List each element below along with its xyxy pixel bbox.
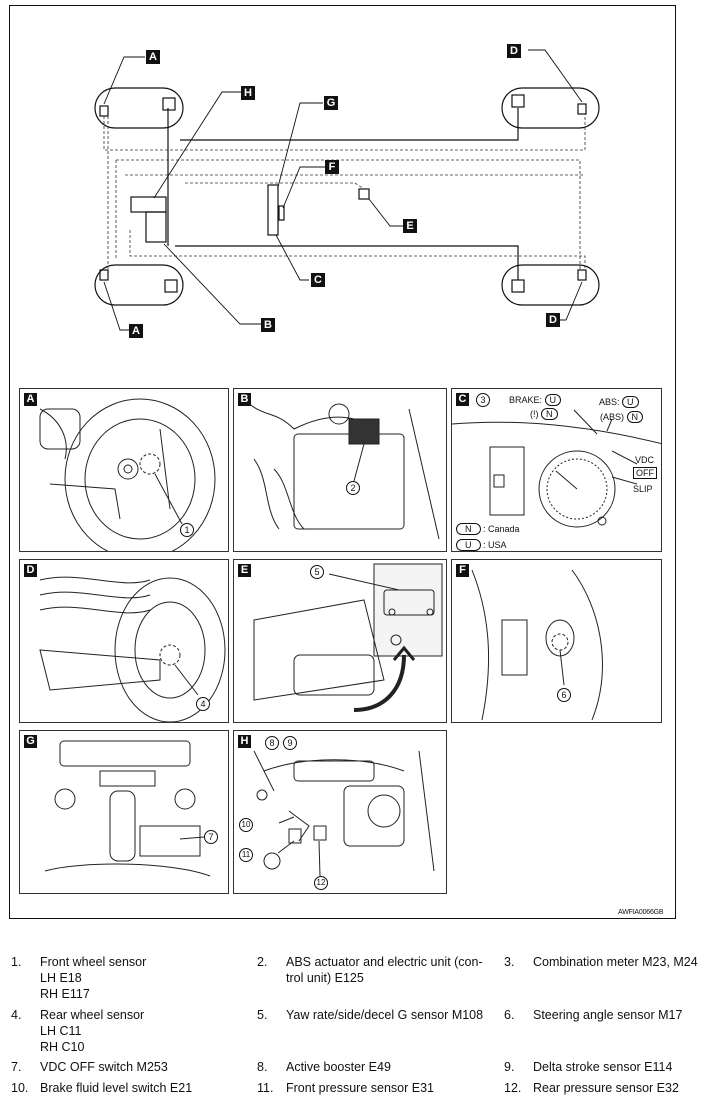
legend-usa: U : USA xyxy=(456,539,507,551)
chassis-overview-diagram xyxy=(94,49,600,331)
panel-f-callout-6: 6 xyxy=(557,688,571,702)
panel-e-callout-5: 5 xyxy=(310,565,324,579)
abs-indicator-label: ABS: U xyxy=(599,396,639,408)
panel-h-callout-10: 10 xyxy=(239,818,253,832)
abs-n-badge: N xyxy=(626,411,644,423)
panel-b-tag: B xyxy=(238,393,251,406)
abs-n-row: (ABS) N xyxy=(600,411,644,423)
abs-u-badge: U xyxy=(622,396,639,408)
panel-g-tag: G xyxy=(24,735,37,748)
abs-warning-icon: (ABS) xyxy=(600,412,625,422)
wheel-rear-right xyxy=(501,264,600,306)
brake-n-row: (!) N xyxy=(530,408,558,420)
callout-c: C xyxy=(311,273,325,287)
vdc-label: VDC xyxy=(635,455,655,465)
panel-d-callout-4: 4 xyxy=(196,697,210,711)
panel-g-callout-7: 7 xyxy=(204,830,218,844)
panel-e-yaw-rate-sensor: E 5 xyxy=(233,559,447,723)
wheel-front-right xyxy=(501,87,600,129)
callout-b: B xyxy=(261,318,275,332)
diagram-code: AWFIA0066GB xyxy=(618,909,664,916)
legend-u-text: : USA xyxy=(483,540,507,550)
panel-c-callout-3: 3 xyxy=(476,393,490,407)
abs-actuator xyxy=(130,196,167,213)
callout-g: G xyxy=(324,96,338,110)
panel-g-vdc-off-switch: G 7 xyxy=(19,730,229,894)
panel-a-callout-1: 1 xyxy=(180,523,194,537)
brake-indicator-label: BRAKE: U xyxy=(509,394,562,406)
panel-b-abs-actuator: B 2 xyxy=(233,388,447,552)
panel-b-callout-2: 2 xyxy=(346,481,360,495)
panel-f-tag: F xyxy=(456,564,469,577)
callout-d-top: D xyxy=(507,44,521,58)
panel-f-steering-angle-sensor: F 6 xyxy=(451,559,662,723)
callout-e: E xyxy=(403,219,417,233)
panel-a-front-wheel-sensor: A 1 xyxy=(19,388,229,552)
wheel-front-left xyxy=(94,87,184,129)
yaw-sensor-block xyxy=(267,184,279,236)
panel-d-tag: D xyxy=(24,564,37,577)
legend-canada: N : Canada xyxy=(456,523,520,535)
panel-h-callout-11: 11 xyxy=(239,848,253,862)
panel-h-callout-9: 9 xyxy=(283,736,297,750)
legend-n-badge: N xyxy=(456,523,481,535)
wheel-rear-left xyxy=(94,264,184,306)
callout-a-top: A xyxy=(146,50,160,64)
panel-c-tag: C xyxy=(456,393,469,406)
callout-f: F xyxy=(325,160,339,174)
legend-n-text: : Canada xyxy=(483,524,520,534)
diagram-frame xyxy=(9,5,676,919)
brake-n-badge: N xyxy=(541,408,558,420)
panel-h-callout-12: 12 xyxy=(314,876,328,890)
slip-label: SLIP xyxy=(633,484,653,494)
callout-d-bottom: D xyxy=(546,313,560,327)
panel-e-tag: E xyxy=(238,564,251,577)
abs-label: ABS: xyxy=(599,397,620,407)
brake-u-badge: U xyxy=(544,394,562,406)
brake-label: BRAKE: xyxy=(509,395,543,405)
panel-h-active-booster: H 8 9 10 11 12 xyxy=(233,730,447,894)
legend-u-badge: U xyxy=(456,539,481,551)
panel-d-rear-wheel-sensor: D 4 xyxy=(19,559,229,723)
panel-h-callout-8: 8 xyxy=(265,736,279,750)
brake-warning-icon: (!) xyxy=(530,409,539,419)
callout-a-bottom: A xyxy=(129,324,143,338)
off-label: OFF xyxy=(633,467,657,479)
callout-h: H xyxy=(241,86,255,100)
panel-a-tag: A xyxy=(24,393,37,406)
panel-h-tag: H xyxy=(238,735,251,748)
panel-c-combination-meter: C 3 BRAKE: U (!) N ABS: U (ABS) N VDC OF… xyxy=(451,388,662,552)
